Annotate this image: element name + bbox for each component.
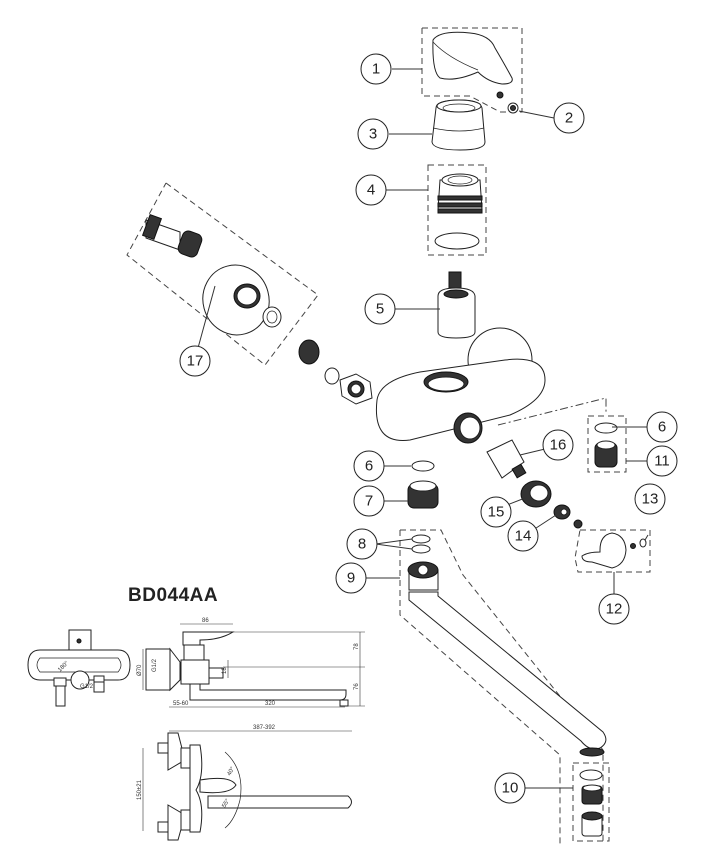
svg-text:9: 9 [347,570,355,587]
svg-text:387-392: 387-392 [253,725,276,731]
svg-text:14: 14 [515,528,532,545]
svg-text:16: 16 [550,437,567,454]
part-3-cover [431,99,486,151]
part-12-diverter-handle [573,519,651,573]
callout-11: 11 [646,445,678,477]
callout-6-right: 6 [646,411,678,443]
svg-text:8: 8 [358,536,366,553]
callout-14: 14 [507,520,539,552]
callout-15: 15 [480,496,512,528]
svg-text:Ø70: Ø70 [137,664,143,676]
svg-text:40°: 40° [227,766,237,777]
callout-5: 5 [364,293,396,325]
inlet-fitting [298,339,373,405]
svg-text:12: 12 [606,601,623,618]
callout-4: 4 [355,174,387,206]
svg-text:86: 86 [202,618,209,624]
svg-text:78: 78 [354,643,360,650]
part-10-aerator [572,762,610,842]
svg-text:11: 11 [654,453,670,470]
svg-text:4: 4 [367,182,375,199]
callout-3: 3 [357,118,389,150]
callout-9: 9 [335,562,367,594]
part-15-nut [520,480,552,508]
front-view-drawing: 180° G1/2 [27,629,131,707]
svg-text:6: 6 [365,458,373,475]
svg-text:320: 320 [265,701,276,707]
part-16-diverter [486,439,527,479]
svg-text:7: 7 [365,493,373,510]
svg-text:1: 1 [372,61,380,78]
part-2-screw [507,102,519,114]
svg-text:6: 6 [658,419,666,436]
top-view-drawing: 387-392 150±21 40° 55° [137,725,352,841]
callout-10: 10 [494,772,526,804]
callout-8: 8 [346,528,378,560]
part-7-nipple [407,480,439,509]
svg-text:5: 5 [376,301,384,318]
svg-text:15: 15 [488,504,505,521]
svg-text:G1/2: G1/2 [80,684,94,690]
svg-text:55-60: 55-60 [173,701,189,707]
model-code: BD044AA [128,585,219,606]
part-5-cartridge [437,271,476,339]
mixer-body [375,327,607,444]
part-14-knob-insert [553,504,571,520]
callout-6-left: 6 [353,450,385,482]
svg-text:55°: 55° [222,798,232,809]
part-6-oring [411,460,435,472]
svg-text:10: 10 [502,780,519,797]
part-9-spout [399,529,607,844]
part-8-orings [411,534,431,554]
svg-text:18: 18 [222,667,228,674]
part-13-screw [639,538,647,548]
side-view-drawing: 86 78 76 18 Ø70 G1/2 55-60 320 [137,618,365,708]
callout-17: 17 [179,345,211,377]
callout-2: 2 [553,102,585,134]
svg-text:76: 76 [354,683,360,690]
svg-text:3: 3 [369,126,377,143]
callout-12: 12 [598,593,630,625]
part-1-handle [421,27,523,113]
callout-13: 13 [634,483,666,515]
callout-7: 7 [353,485,385,517]
part-4-nut [427,164,487,256]
svg-text:G1/2: G1/2 [152,658,158,672]
callout-1: 1 [360,53,392,85]
part-11-nipple-group [587,415,627,473]
svg-text:150±21: 150±21 [137,779,143,800]
callout-16: 16 [542,429,574,461]
svg-text:13: 13 [642,491,659,508]
svg-text:17: 17 [187,353,204,370]
svg-text:2: 2 [565,110,573,127]
part-17-wall-connector [126,182,319,366]
